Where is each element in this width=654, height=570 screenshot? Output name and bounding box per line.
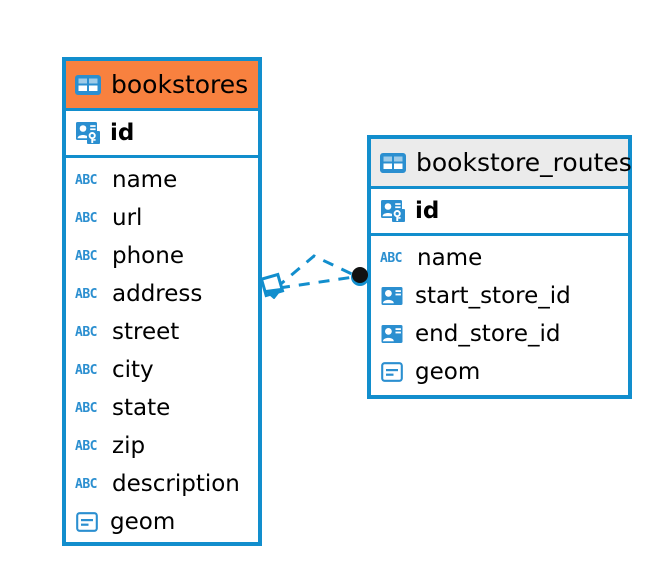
foreign-key-icon [381, 325, 403, 343]
field-row-zip[interactable]: ABC zip [66, 427, 258, 465]
geometry-icon [381, 362, 403, 382]
field-label-start-store-id: start_store_id [415, 282, 571, 309]
field-row-end-store-id[interactable]: end_store_id [371, 315, 628, 353]
table-icon [75, 74, 101, 95]
table-icon [380, 152, 406, 173]
field-row-id[interactable]: id [66, 111, 258, 155]
text-abc-icon: ABC [75, 286, 97, 302]
field-label-id: id [110, 119, 135, 146]
field-row-address[interactable]: ABC address [66, 275, 258, 313]
relation-source-diamond[interactable] [259, 272, 285, 299]
entity-bookstores[interactable]: bookstores id ABC [62, 57, 262, 546]
text-abc-icon: ABC [75, 438, 97, 454]
field-row-city[interactable]: ABC city [66, 351, 258, 389]
text-abc-icon: ABC [75, 362, 97, 378]
field-label-url: url [112, 204, 143, 231]
field-label-address: address [112, 280, 203, 307]
field-list-bookstore-routes: ABC name start_store_id [371, 236, 628, 396]
field-label-description: description [112, 470, 240, 497]
field-label-zip: zip [112, 432, 146, 459]
text-abc-icon: ABC [75, 324, 97, 340]
field-label-phone: phone [112, 242, 184, 269]
field-label-name: name [417, 244, 483, 271]
field-row-description[interactable]: ABC description [66, 465, 258, 503]
text-abc-icon: ABC [380, 250, 402, 266]
field-label-name: name [112, 166, 178, 193]
field-label-id: id [415, 197, 440, 224]
text-abc-icon: ABC [75, 172, 97, 188]
primary-key-icon [76, 122, 100, 144]
geometry-icon [76, 512, 98, 532]
field-label-street: street [112, 318, 180, 345]
field-label-city: city [112, 356, 154, 383]
field-row-name[interactable]: ABC name [371, 239, 628, 277]
text-abc-icon: ABC [75, 400, 97, 416]
field-row-start-store-id[interactable]: start_store_id [371, 277, 628, 315]
field-label-geom: geom [110, 508, 176, 535]
text-abc-icon: ABC [75, 476, 97, 492]
field-row-geom[interactable]: geom [371, 353, 628, 391]
field-row-state[interactable]: ABC state [66, 389, 258, 427]
field-row-name[interactable]: ABC name [66, 161, 258, 199]
text-abc-icon: ABC [75, 210, 97, 226]
primary-key-icon [381, 200, 405, 222]
primary-key-section-bookstores: id [66, 108, 258, 158]
field-label-state: state [112, 394, 171, 421]
entity-title-bookstores: bookstores [111, 70, 249, 99]
entity-header-bookstores[interactable]: bookstores [66, 61, 258, 108]
field-row-phone[interactable]: ABC phone [66, 237, 258, 275]
entity-bookstore-routes[interactable]: bookstore_routes id ABC [367, 135, 632, 399]
field-row-street[interactable]: ABC street [66, 313, 258, 351]
foreign-key-icon [381, 287, 403, 305]
field-list-bookstores: ABC name ABC url ABC phone ABC address A… [66, 158, 258, 546]
primary-key-section-bookstore-routes: id [371, 186, 628, 236]
entity-header-bookstore-routes[interactable]: bookstore_routes [371, 139, 632, 186]
entity-title-bookstore-routes: bookstore_routes [416, 148, 632, 177]
field-label-end-store-id: end_store_id [415, 320, 561, 347]
text-abc-icon: ABC [75, 248, 97, 264]
field-label-geom: geom [415, 358, 481, 385]
relation-line-end-store[interactable] [278, 275, 355, 290]
field-row-geom[interactable]: geom [66, 503, 258, 541]
field-row-id[interactable]: id [371, 189, 628, 233]
field-row-url[interactable]: ABC url [66, 199, 258, 237]
relation-line-start-store[interactable] [275, 254, 357, 290]
